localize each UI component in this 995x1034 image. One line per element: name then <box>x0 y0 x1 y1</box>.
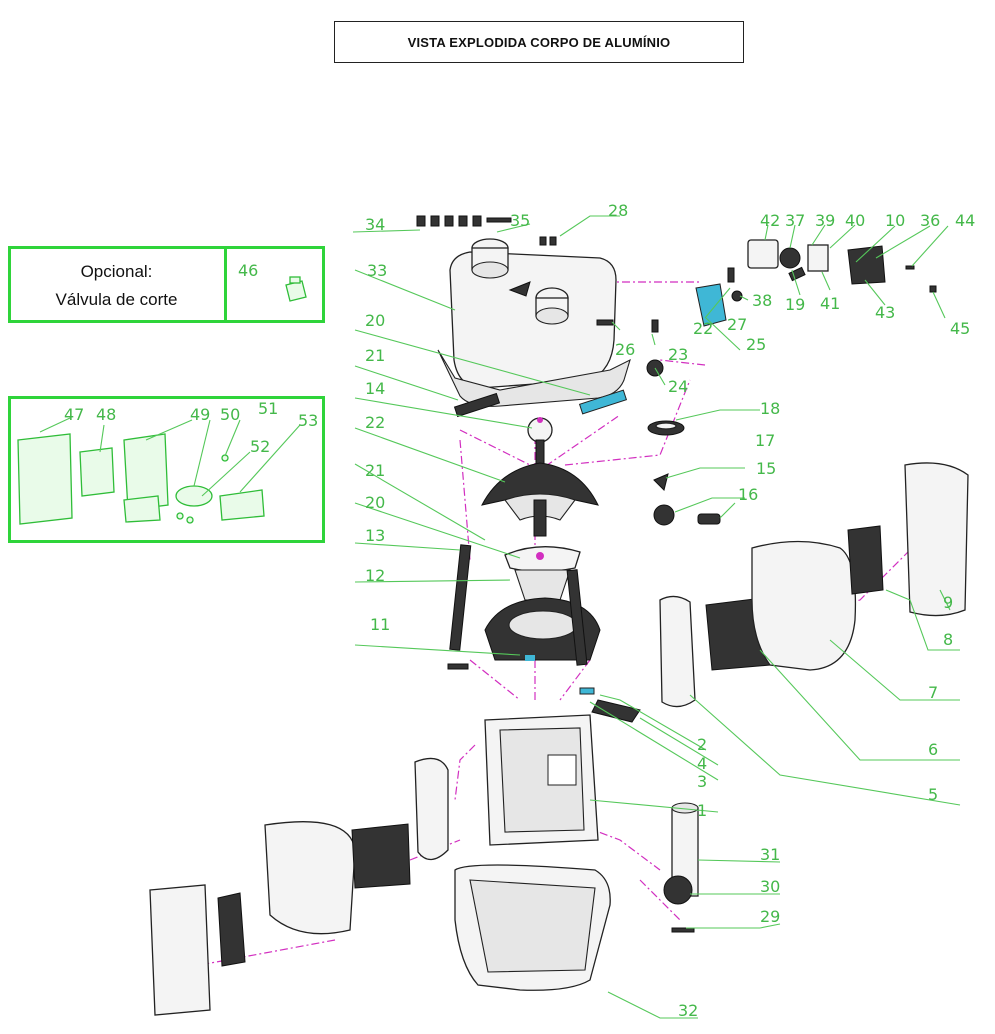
optional-label: Opcional: Válvula de corte <box>14 258 219 314</box>
label-22b: 22 <box>693 319 713 338</box>
label-36: 36 <box>920 211 940 230</box>
diagram-title: VISTA EXPLODIDA CORPO DE ALUMÍNIO <box>334 21 744 63</box>
label-6: 6 <box>928 740 938 759</box>
optional-valve-box <box>8 246 325 323</box>
label-3: 3 <box>697 772 707 791</box>
label-45: 45 <box>950 319 970 338</box>
label-7: 7 <box>928 683 938 702</box>
label-41: 41 <box>820 294 840 313</box>
label-10: 10 <box>885 211 905 230</box>
label-40: 40 <box>845 211 865 230</box>
label-16: 16 <box>738 485 758 504</box>
label-15: 15 <box>756 459 776 478</box>
label-24: 24 <box>668 377 688 396</box>
label-12: 12 <box>365 566 385 585</box>
part-left-plates <box>149 757 449 1016</box>
label-22a: 22 <box>365 413 385 432</box>
label-19: 19 <box>785 295 805 314</box>
part-14-valve <box>527 417 553 471</box>
accessories-box <box>8 396 325 543</box>
accessory-labels: 47 48 49 50 51 52 53 <box>64 399 318 456</box>
label-21b: 21 <box>365 461 385 480</box>
label-49: 49 <box>190 405 210 424</box>
label-37: 37 <box>785 211 805 230</box>
label-23: 23 <box>668 345 688 364</box>
part-exchanger-bits <box>579 687 641 723</box>
label-51: 51 <box>258 399 278 418</box>
part-main-body <box>484 714 599 846</box>
label-52: 52 <box>250 437 270 456</box>
label-5: 5 <box>928 785 938 804</box>
label-27: 27 <box>727 315 747 334</box>
optional-label-line1: Opcional: <box>80 262 153 281</box>
label-18: 18 <box>760 399 780 418</box>
part-optional-valve <box>285 276 307 302</box>
accessory-parts <box>17 433 265 525</box>
label-8: 8 <box>943 630 953 649</box>
label-1: 1 <box>697 801 707 820</box>
label-28: 28 <box>608 201 628 220</box>
part-number-labels: 34 35 28 33 20 21 14 22 21 20 13 12 11 4… <box>365 201 975 1020</box>
label-50: 50 <box>220 405 240 424</box>
top-screws <box>416 215 557 246</box>
part-pipe <box>663 802 699 933</box>
label-2: 2 <box>697 735 707 754</box>
label-25: 25 <box>746 335 766 354</box>
part-upper-right <box>596 239 937 377</box>
label-35: 35 <box>510 211 530 230</box>
label-31: 31 <box>760 845 780 864</box>
label-13: 13 <box>365 526 385 545</box>
label-32: 32 <box>678 1001 698 1020</box>
label-11: 11 <box>370 615 390 634</box>
label-20a: 20 <box>365 311 385 330</box>
part-cover <box>437 238 631 407</box>
optional-box-divider <box>224 246 227 323</box>
label-4: 4 <box>697 754 707 773</box>
label-46: 46 <box>238 261 258 280</box>
label-30: 30 <box>760 877 780 896</box>
label-48: 48 <box>96 405 116 424</box>
part-tray <box>454 864 611 991</box>
leader-lines <box>39 215 961 1019</box>
part-base <box>447 544 601 670</box>
label-29: 29 <box>760 907 780 926</box>
label-53: 53 <box>298 411 318 430</box>
label-33: 33 <box>367 261 387 280</box>
label-47: 47 <box>64 405 84 424</box>
label-17: 17 <box>755 431 775 450</box>
label-9: 9 <box>943 593 953 612</box>
label-14: 14 <box>365 379 385 398</box>
part-right-plates <box>659 462 969 708</box>
label-21a: 21 <box>365 346 385 365</box>
label-20b: 20 <box>365 493 385 512</box>
optional-label-line2: Válvula de corte <box>55 290 178 309</box>
label-42: 42 <box>760 211 780 230</box>
label-38: 38 <box>752 291 772 310</box>
part-burner-cap <box>481 462 599 537</box>
label-39: 39 <box>815 211 835 230</box>
label-43: 43 <box>875 303 895 322</box>
part-right-small <box>647 420 721 526</box>
part-burner-middle <box>504 546 581 601</box>
label-44: 44 <box>955 211 975 230</box>
part-handles-top <box>453 389 628 418</box>
label-26: 26 <box>615 340 635 359</box>
label-34: 34 <box>365 215 385 234</box>
